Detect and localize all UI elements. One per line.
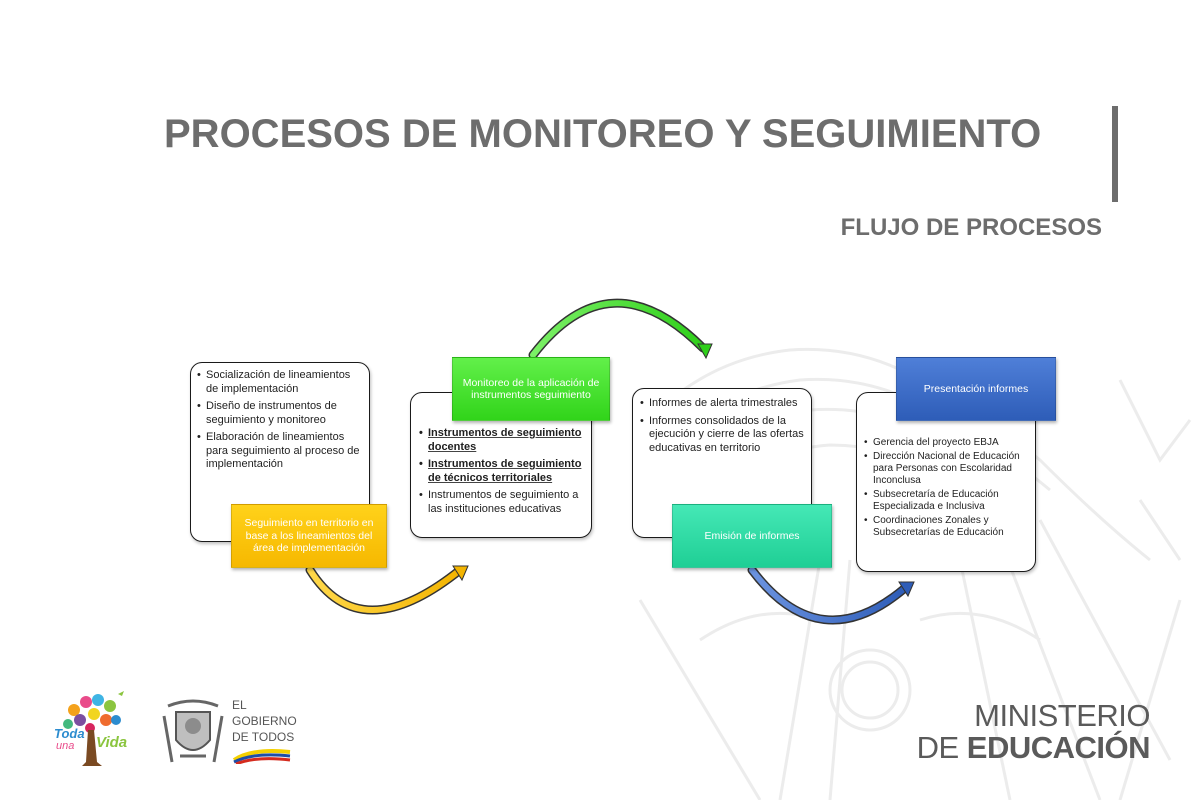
ministerio-line2-prefix: DE [916, 730, 967, 765]
ministerio-logo: MINISTERIO DE EDUCACIÓN [917, 698, 1154, 765]
arrow-step1-to-step2 [305, 565, 469, 615]
gobierno-line2: GOBIERNO [232, 714, 297, 728]
step-2-list: Instrumentos de seguimiento docentes Ins… [419, 427, 585, 516]
step-1-item: Elaboración de lineamientos para seguimi… [197, 431, 363, 472]
toda-logo-line3: Vida [96, 734, 128, 751]
step-2-label: Monitoreo de la aplicación de instrument… [452, 357, 610, 421]
arrow-step2-to-step3 [528, 298, 713, 360]
step-4-item: Subsecretaría de Educación Especializada… [864, 489, 1029, 513]
step-4-card: Gerencia del proyecto EBJA Dirección Nac… [856, 392, 1036, 572]
page-subtitle: FLUJO DE PROCESOS [840, 214, 1102, 241]
coat-of-arms-logo [160, 696, 226, 768]
gobierno-line3: DE TODOS [232, 730, 295, 744]
arrow-step3-to-step4 [747, 565, 915, 625]
step-1-list: Socialización de lineamientos de impleme… [197, 369, 363, 472]
step-1-item: Socialización de lineamientos de impleme… [197, 369, 363, 396]
title-divider [1112, 106, 1118, 202]
step-2-item: Instrumentos de seguimiento a las instit… [419, 489, 585, 516]
step-4-item: Coordinaciones Zonales y Subsecretarías … [864, 515, 1029, 539]
gobierno-logo: EL GOBIERNO DE TODOS [232, 698, 312, 768]
shield-icon [162, 699, 224, 763]
ministerio-line1: MINISTERIO [974, 698, 1150, 733]
toda-logo-line2: una [56, 740, 75, 752]
step-4-item: Dirección Nacional de Educación para Per… [864, 451, 1029, 487]
step-2-item: Instrumentos de seguimiento docentes [419, 427, 585, 454]
step-1-label: Seguimiento en territorio en base a los … [231, 504, 387, 568]
tree-icon [63, 691, 124, 766]
flag-ribbon-icon [232, 749, 291, 764]
step-2-item: Instrumentos de seguimiento de técnicos … [419, 458, 585, 485]
step-3-item: Informes de alerta trimestrales [640, 397, 805, 411]
ministerio-line2: DE EDUCACIÓN [916, 730, 1151, 766]
step-3-label: Emisión de informes [672, 504, 832, 568]
step-3-list: Informes de alerta trimestrales Informes… [640, 397, 805, 455]
step-3-item: Informes consolidados de la ejecución y … [640, 415, 805, 456]
step-4-list: Gerencia del proyecto EBJA Dirección Nac… [864, 437, 1029, 539]
toda-logo-line1: Toda [54, 726, 85, 741]
step-4-item: Gerencia del proyecto EBJA [864, 437, 1029, 449]
page-title: PROCESOS DE MONITOREO Y SEGUIMIENTO [164, 112, 1042, 156]
step-4-label: Presentación informes [896, 357, 1056, 421]
ministerio-line2-bold: EDUCACIÓN [966, 730, 1151, 765]
toda-una-vida-logo: Toda una Vida [52, 686, 132, 770]
gobierno-line1: EL [232, 698, 247, 712]
step-1-item: Diseño de instrumentos de seguimiento y … [197, 400, 363, 427]
